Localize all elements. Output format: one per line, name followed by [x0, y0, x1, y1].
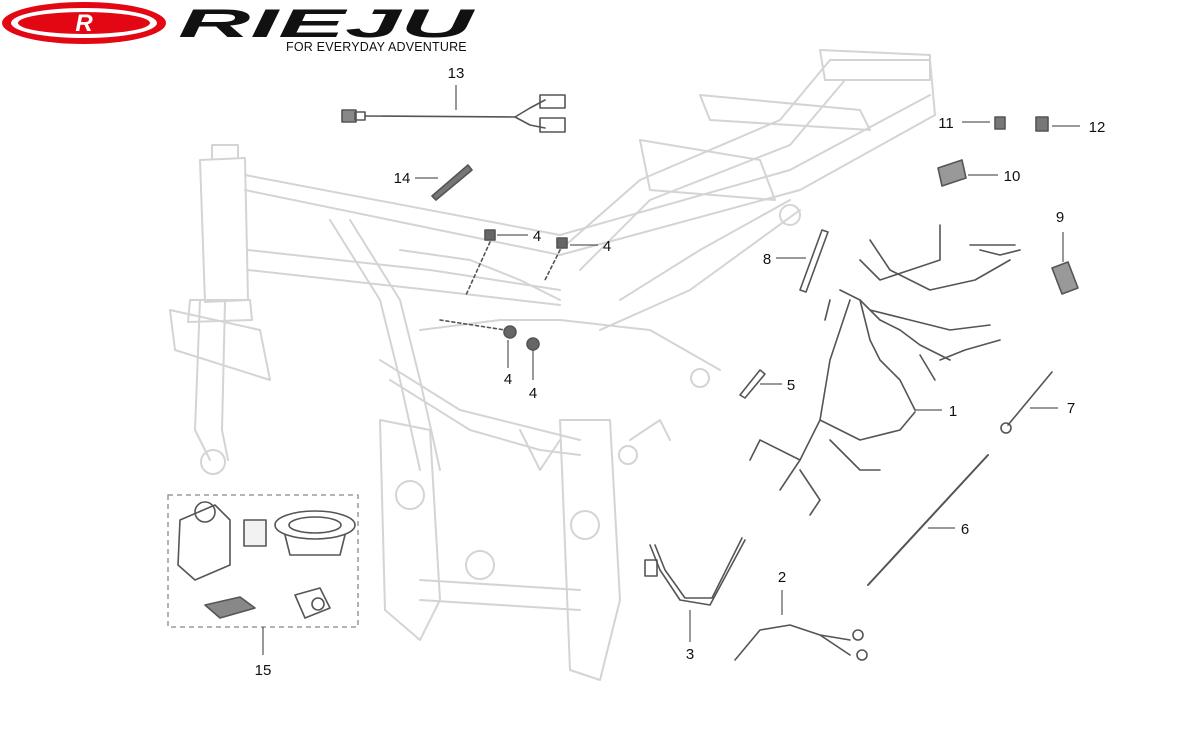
part-8-strap — [799, 229, 829, 293]
callout-1: 1 — [949, 403, 957, 420]
callout-5: 5 — [787, 377, 795, 394]
part-12-clip — [1035, 116, 1049, 132]
part-7-bolt — [1007, 371, 1053, 426]
part-14-strip — [431, 164, 473, 201]
part-5-strap — [739, 369, 766, 399]
frame — [169, 49, 936, 681]
part-1-harness — [749, 224, 1021, 516]
callout-11: 11 — [938, 115, 954, 132]
callout-10: 10 — [1004, 168, 1021, 185]
callout-2: 2 — [778, 569, 786, 586]
part-9-connector — [1051, 261, 1079, 295]
rieju-logo: R RIEJU — [2, 2, 476, 46]
leader-lines — [262, 85, 1080, 655]
callout-14: 14 — [394, 170, 411, 187]
part-13-cable — [341, 94, 566, 133]
callout-8: 8 — [763, 251, 771, 268]
part-11-clip — [994, 116, 1006, 130]
part-15-kit-contents — [177, 501, 356, 619]
part-3-harness — [644, 537, 746, 606]
callout-7: 7 — [1067, 400, 1075, 417]
callout-15: 15 — [255, 662, 272, 679]
logo-letter: R — [75, 10, 93, 37]
callout-4-c: 4 — [504, 371, 512, 388]
callout-labels: 13 14 4 4 4 4 11 12 10 9 8 5 1 7 6 2 3 1… — [255, 65, 1106, 679]
brand-tagline: FOR EVERYDAY ADVENTURE — [286, 40, 467, 54]
callout-4-b: 4 — [603, 238, 611, 255]
callout-13: 13 — [448, 65, 465, 82]
parts — [177, 94, 1079, 661]
callout-4-d: 4 — [529, 385, 537, 402]
callout-9: 9 — [1056, 209, 1064, 226]
callout-3: 3 — [686, 646, 694, 663]
callout-4-a: 4 — [533, 228, 541, 245]
part-10-relay — [937, 159, 967, 187]
brand-name: RIEJU — [178, 2, 476, 46]
callout-6: 6 — [961, 521, 969, 538]
part-6-tie — [867, 454, 989, 586]
callout-12: 12 — [1089, 119, 1106, 136]
part-2-cable — [734, 624, 868, 661]
